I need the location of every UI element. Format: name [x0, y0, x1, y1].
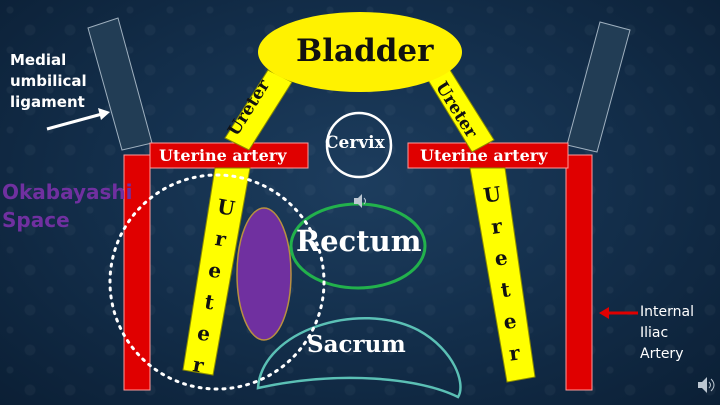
- internal-iliac-artery-left: [123, 154, 151, 391]
- ureter-left-vertical: [182, 167, 251, 376]
- rectum-label: Rectum: [296, 224, 422, 258]
- cervix-circle: [325, 111, 393, 179]
- speaker-icon[interactable]: [354, 194, 366, 208]
- internal-iliac-artery-right: [565, 154, 593, 391]
- okabayashi-space-label: Okabayashi Space: [2, 180, 133, 232]
- ovary-shape: [236, 207, 292, 341]
- uterine-artery-right-bar: [407, 142, 569, 169]
- bladder-shape: [258, 12, 462, 92]
- cervix-label: Cervix: [325, 133, 385, 153]
- ureter-right-vertical: [469, 167, 536, 383]
- uterine-artery-left-bar: [149, 142, 309, 169]
- arrow-to-internal-iliac: [599, 307, 638, 319]
- arrow-to-ligament: [46, 108, 110, 131]
- speaker-icon-corner[interactable]: [698, 377, 715, 393]
- internal-iliac-artery-label: Internal Iliac Artery: [640, 304, 694, 362]
- medial-umbilical-ligament-label: Medial umbilical ligament: [10, 51, 87, 111]
- okabayashi-dotted-circle: [108, 173, 326, 391]
- medial-umbilical-ligament-left: [87, 17, 153, 151]
- uterine-artery-right-label: Uterine artery: [420, 146, 548, 165]
- medial-umbilical-ligament-right: [566, 21, 631, 153]
- sacrum-outline: [256, 317, 462, 399]
- bladder-label: Bladder: [296, 33, 434, 69]
- sacrum-label: Sacrum: [307, 331, 406, 358]
- uterine-artery-left-label: Uterine artery: [159, 146, 287, 165]
